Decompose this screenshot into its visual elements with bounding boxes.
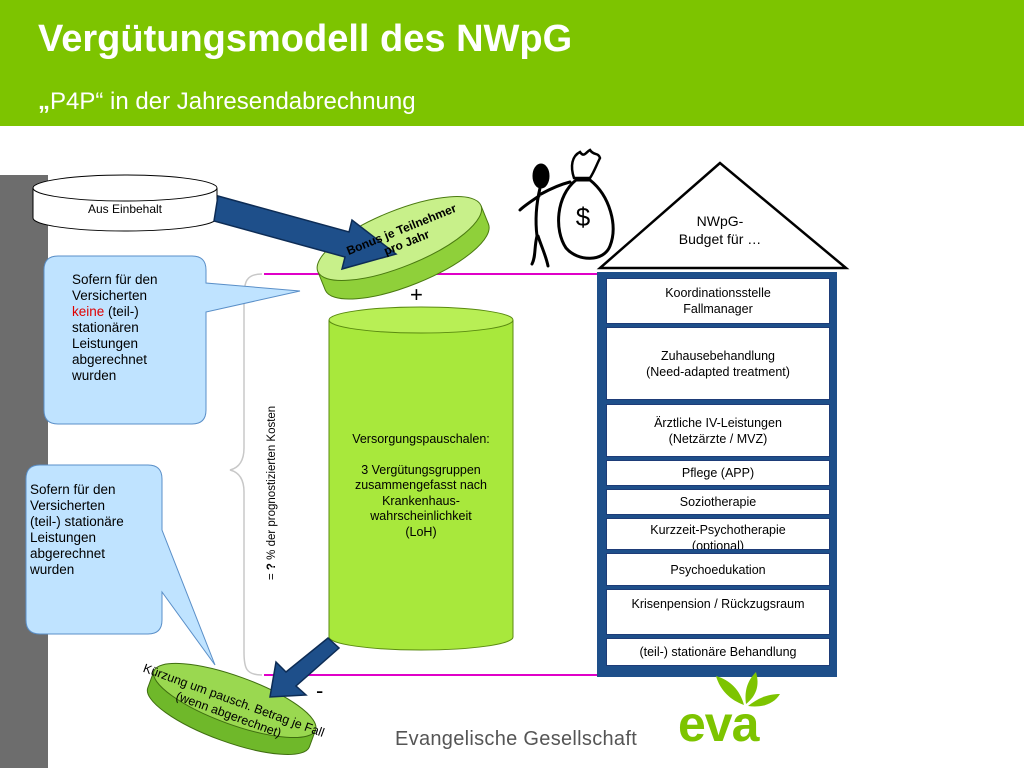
top-bubble-text: Sofern für den Versicherten keine (teil-…: [72, 272, 158, 384]
vert-question: ?: [266, 563, 278, 571]
subtitle-text: P4P“ in der Jahresendabrechnung: [50, 88, 416, 115]
budget-item-line2: (Need-adapted treatment): [646, 364, 790, 379]
bottom-bubble-line2: Versicherten: [30, 498, 106, 513]
versorgungspauschalen-cylinder: [328, 306, 514, 651]
bonus-arrow: [213, 195, 398, 271]
top-bubble-line5: Leistungen: [72, 336, 139, 351]
bottom-bubble-line1: Sofern für den: [30, 482, 116, 497]
budget-item-zuhausebehandlung: Zuhausebehandlung(Need-adapted treatment…: [606, 327, 830, 400]
bottom-bubble-line4: Leistungen: [30, 530, 97, 545]
budget-item-line1: Krisenpension / Rückzugsraum: [631, 597, 805, 611]
kuerzung-disc: [146, 662, 317, 755]
budget-item-psychoedukation: Psychoedukation: [606, 553, 830, 586]
budget-item-line1: (teil-) stationäre Behandlung: [639, 645, 797, 659]
budget-item-line1: Soziotherapie: [679, 495, 757, 509]
budget-item-aerztliche-leistungen: Ärztliche IV-Leistungen(Netzärzte / MVZ): [606, 404, 830, 457]
eva-leaves-icon: [716, 672, 780, 707]
green-cyl-line5: wahrscheinlichkeit: [370, 509, 472, 523]
budget-item-line2: (Netzärzte / MVZ): [668, 431, 768, 446]
bottom-speech-bubble: [25, 464, 216, 666]
vert-rest: % der prognostizierten Kosten: [266, 405, 278, 564]
einbehalt-label: Aus Einbehalt: [87, 202, 163, 216]
roof-line2: Budget für …: [678, 231, 762, 247]
top-bubble-line1: Sofern für den: [72, 272, 158, 287]
top-bubble-line2: Versicherten: [72, 288, 148, 303]
page-title: Vergütungsmodell des NWpG: [38, 18, 573, 60]
top-bubble-teil: (teil-): [104, 304, 139, 319]
top-bubble-line3: keine (teil-): [72, 304, 158, 320]
plus-sign: +: [410, 282, 423, 307]
subtitle-quote: „: [38, 88, 50, 115]
green-cyl-line2: 3 Vergütungsgruppen: [361, 462, 481, 477]
green-cyl-line6: (LoH): [405, 524, 437, 539]
minus-sign: -: [316, 678, 324, 703]
stick-figure-icon: [518, 163, 572, 268]
curly-brace: [229, 273, 263, 676]
budget-item-line1: Zuhausebehandlung: [661, 348, 775, 363]
prognostizierte-kosten-label: = ? % der prognostizierten Kosten: [266, 406, 278, 580]
org-name: Evangelische Gesellschaft: [395, 728, 638, 750]
top-bubble-line6: abgerechnet: [72, 352, 148, 367]
budget-roof-label: NWpG- Budget für …: [650, 212, 790, 248]
money-bag-icon: $: [557, 148, 615, 260]
keine-highlight: keine: [72, 304, 105, 319]
versorgungspauschalen-text: Versorgungspauschalen: 3 Vergütungsgrupp…: [332, 432, 510, 540]
budget-item-soziotherapie: Soziotherapie: [606, 489, 830, 515]
budget-item-line1: Psychoedukation: [670, 562, 766, 577]
green-cyl-line1: Versorgungspauschalen:: [352, 432, 490, 446]
budget-item-kurzzeit-psychotherapie: Kurzzeit-Psychotherapie (optional): [606, 518, 830, 550]
budget-item-line2: (optional): [691, 539, 745, 550]
top-bubble-line7: wurden: [72, 368, 117, 383]
budget-item-line1: Kurzzeit-Psychotherapie: [650, 523, 786, 537]
top-bubble-line4: stationären: [72, 320, 139, 335]
bottom-bubble-line3: (teil-) stationäre: [30, 514, 124, 529]
green-cyl-line3: zusammengefasst nach: [354, 478, 487, 492]
top-speech-bubble: [43, 255, 301, 425]
budget-item-line1: Koordinationsstelle: [665, 286, 771, 300]
svg-text:$: $: [576, 202, 591, 232]
green-cyl-line4: Krankenhaus-: [382, 493, 460, 508]
header-banner: Vergütungsmodell des NWpG „P4P“ in der J…: [0, 0, 1024, 126]
kuerzung-arrow: [269, 637, 341, 698]
budget-roof: [596, 161, 850, 270]
budget-item-pflege: Pflege (APP): [606, 460, 830, 486]
einbehalt-cylinder: [32, 174, 218, 232]
roof-line1: NWpG-: [696, 213, 744, 229]
budget-item-line2: Fallmanager: [683, 302, 753, 316]
page-subtitle: „P4P“ in der Jahresendabrechnung: [38, 88, 416, 116]
bottom-bubble-text: Sofern für den Versicherten (teil-) stat…: [30, 482, 124, 578]
budget-item-stationaere-behandlung: (teil-) stationäre Behandlung: [606, 638, 830, 666]
eva-logo-text: eva: [678, 696, 759, 752]
bottom-bubble-line6: wurden: [30, 562, 75, 577]
bottom-bubble-line5: abgerechnet: [30, 546, 106, 561]
vert-prefix: =: [266, 570, 278, 580]
budget-item-line1: Pflege (APP): [681, 466, 755, 480]
budget-item-line1: Ärztliche IV-Leistungen: [654, 415, 782, 430]
budget-item-krisenpension: Krisenpension / Rückzugsraum: [606, 589, 830, 635]
